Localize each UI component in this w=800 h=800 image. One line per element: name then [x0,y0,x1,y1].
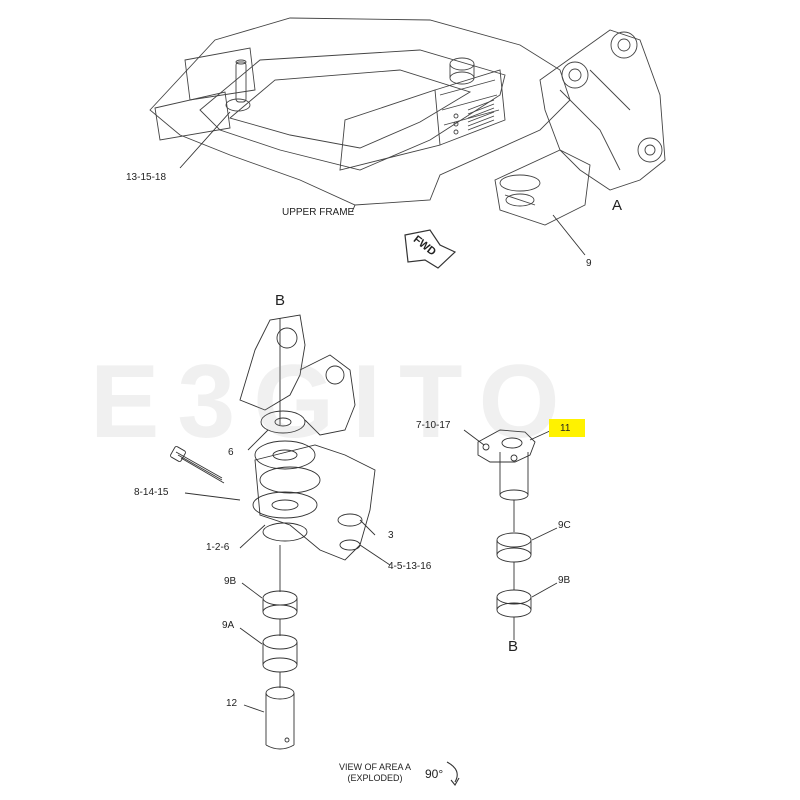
callout-1-2-6: 1-2-6 [206,542,230,553]
callout-7-10-17: 7-10-17 [416,420,451,431]
view-caption: VIEW OF AREA A (EXPLODED) [330,762,420,784]
b-bottom-label: B [508,638,519,655]
area-a-label: A [612,197,623,214]
callout-4-5-13-16: 4-5-13-16 [388,561,432,572]
callout-6: 6 [228,447,234,458]
highlight-marker [549,419,585,437]
callout-3: 3 [388,530,394,541]
view-caption-line2: (EXPLODED) [347,773,403,783]
left-exploded-drawing [170,314,376,750]
callout-9c: 9C [558,520,571,531]
callout-9: 9 [586,258,592,269]
view-caption-line1: VIEW OF AREA A [338,762,412,772]
callout-11: 11 [560,423,571,434]
forward-arrow-icon [404,229,457,269]
right-exploded-drawing [477,429,536,640]
right-leader-lines [463,429,558,598]
rotation-arrow-icon [446,761,460,786]
callout-9a: 9A [222,620,235,631]
callout-12: 12 [226,698,238,709]
upper-frame-drawing [149,17,666,226]
rotation-label: 90° [425,767,444,781]
callout-9b-right: 9B [558,575,571,586]
left-leader-lines [184,429,391,713]
callout-8-14-15: 8-14-15 [134,487,169,498]
callout-9b-left: 9B [224,576,237,587]
upper-leader-lines [179,111,586,256]
callout-13-15-18: 13-15-18 [126,172,167,183]
upper-frame-label: UPPER FRAME [282,207,355,218]
b-top-label: B [275,292,286,309]
